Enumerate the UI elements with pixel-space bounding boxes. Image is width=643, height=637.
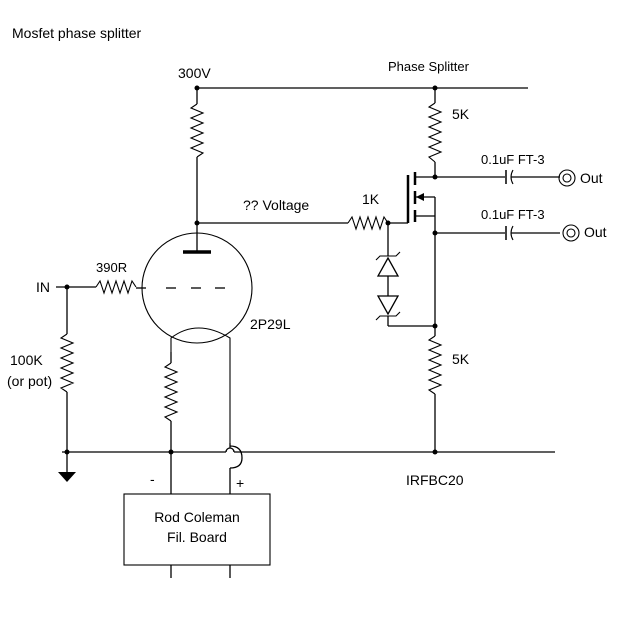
input-resistor-label: 100K <box>10 352 43 368</box>
minus-label: - <box>150 471 155 487</box>
mosfet-irfbc20 <box>406 172 436 223</box>
drain-resistor-label: 5K <box>452 106 470 122</box>
board-label-line1: Rod Coleman <box>154 509 240 525</box>
grid-resistor-label: 390R <box>96 260 127 275</box>
junction-dot <box>64 449 70 455</box>
bottom-cap-label: 0.1uF FT-3 <box>481 207 545 222</box>
output-jack-icon <box>562 224 580 242</box>
input-label: IN <box>36 279 50 295</box>
zener-diode-icon <box>375 251 401 277</box>
ground-icon <box>58 452 76 482</box>
board-label-line2: Fil. Board <box>167 529 227 545</box>
wire-crossover <box>225 447 235 453</box>
cathode-resistor <box>163 362 179 422</box>
gate-resistor-label: 1K <box>362 191 380 207</box>
top-cap-label: 0.1uF FT-3 <box>481 152 545 167</box>
input-resistor-note: (or pot) <box>7 373 52 389</box>
drain-resistor <box>427 102 443 163</box>
gate-resistor <box>347 215 389 231</box>
plate-resistor <box>189 103 205 158</box>
input-resistor <box>59 333 75 393</box>
mosfet-arrow-icon <box>416 193 424 201</box>
bottom-output-label: Out <box>584 224 607 240</box>
output-jack-icon <box>558 169 576 187</box>
voltage-label: ?? Voltage <box>243 197 309 213</box>
tube-filament <box>170 327 231 443</box>
tube-2p29l <box>136 232 253 443</box>
mosfet-label: IRFBC20 <box>406 472 464 488</box>
supply-voltage-label: 300V <box>178 65 211 81</box>
grid-resistor <box>95 279 137 295</box>
junction-dot <box>168 449 174 455</box>
source-resistor-label: 5K <box>452 351 470 367</box>
tube-label: 2P29L <box>250 316 291 332</box>
filament-board <box>123 493 271 566</box>
plus-label: + <box>236 475 244 491</box>
diagram-title: Mosfet phase splitter <box>12 25 142 41</box>
phase-splitter-label: Phase Splitter <box>388 59 470 74</box>
source-resistor <box>427 335 443 395</box>
top-output-label: Out <box>580 170 603 186</box>
